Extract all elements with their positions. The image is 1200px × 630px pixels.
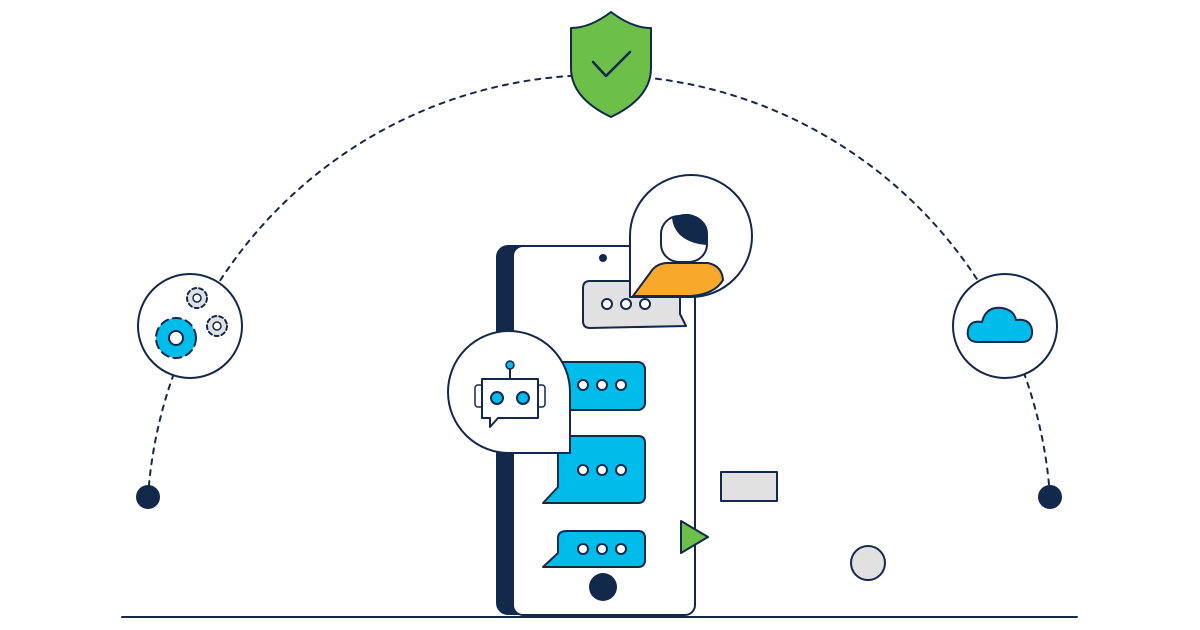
home-button [589, 573, 617, 601]
gray-dot [850, 545, 886, 581]
chat-bubble-icon [542, 530, 646, 568]
user-avatar-icon [629, 174, 753, 298]
arc-endpoint-left [136, 485, 160, 509]
cloud-icon [952, 273, 1058, 379]
play-icon [680, 520, 709, 554]
camera-dot [599, 254, 607, 262]
chatbot-icon [447, 330, 571, 455]
gray-block [720, 471, 778, 502]
arc-endpoint-right [1038, 485, 1062, 509]
shield-check-icon [570, 11, 652, 118]
gears-icon [137, 273, 243, 379]
